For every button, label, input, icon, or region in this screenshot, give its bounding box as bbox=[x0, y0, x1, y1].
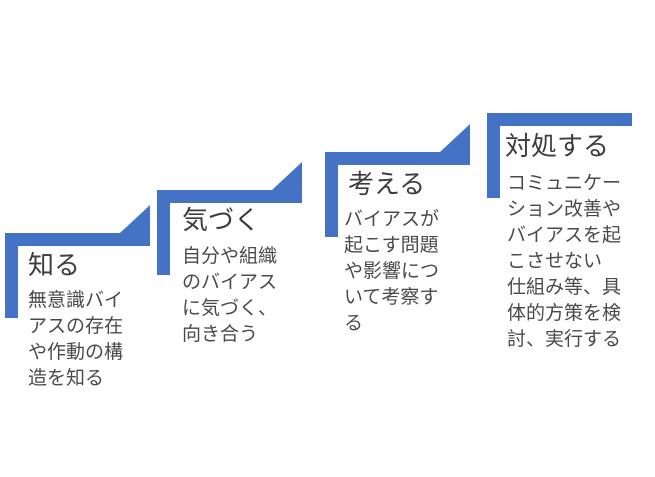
step-2-line-2: のバイアス bbox=[182, 271, 278, 293]
step-3-bracket bbox=[325, 124, 470, 237]
step-3-line-1: バイアスが bbox=[344, 208, 440, 230]
step-4-line-5: 仕組み等、具 bbox=[507, 276, 622, 298]
step-4-line-3: バイアスを起 bbox=[507, 224, 622, 246]
step-1-bracket bbox=[5, 205, 150, 318]
step-3-line-3: や影響につ bbox=[344, 260, 440, 282]
step-1-line-4: 造を知る bbox=[28, 367, 105, 389]
step-1-top-bar bbox=[5, 233, 150, 246]
step-4-line-6: 体的方策を検 bbox=[507, 302, 622, 324]
step-4-title: 対処する bbox=[505, 132, 610, 162]
step-4-description: コミュニケー ション改善や バイアスを起 こさせない 仕組み等、具 体的方策を検… bbox=[507, 170, 621, 352]
step-3-title: 考える bbox=[348, 170, 426, 200]
step-2-top-bar bbox=[157, 190, 302, 203]
step-2-title: 気づく bbox=[182, 206, 261, 236]
step-1-title: 知る bbox=[28, 251, 81, 281]
step-4-side-bar bbox=[487, 113, 500, 198]
step-3-description: バイアスが 起こす問題 や影響につ いて考察す る bbox=[344, 206, 439, 336]
step-2-line-3: に気づく、 bbox=[182, 297, 278, 319]
step-4-line-4: こさせない bbox=[507, 250, 603, 272]
step-4-line-2: ション改善や bbox=[507, 198, 622, 220]
step-2-line-1: 自分や組織 bbox=[182, 245, 278, 267]
step-1-side-bar bbox=[5, 233, 18, 318]
step-3-corner-triangle bbox=[440, 124, 470, 152]
step-4-line-1: コミュニケー bbox=[507, 172, 622, 194]
step-1-description: 無意識バイ アスの存在 や作動の構 造を知る bbox=[28, 287, 123, 391]
step-3-line-4: いて考察す bbox=[344, 286, 439, 308]
step-1-corner-triangle bbox=[120, 205, 150, 233]
step-3-line-2: 起こす問題 bbox=[344, 234, 439, 256]
step-4-line-7: 討、実行する bbox=[507, 328, 622, 350]
step-1-line-2: アスの存在 bbox=[28, 315, 124, 337]
step-2-line-4: 向き合う bbox=[182, 323, 259, 345]
step-4-bracket bbox=[487, 113, 632, 198]
step-4-top-bar bbox=[487, 113, 632, 126]
step-2-side-bar bbox=[157, 190, 170, 275]
step-2-corner-triangle bbox=[272, 162, 302, 190]
step-1-line-1: 無意識バイ bbox=[28, 289, 124, 311]
step-3-line-5: る bbox=[344, 312, 364, 334]
step-3-side-bar bbox=[325, 152, 338, 237]
step-3-top-bar bbox=[325, 152, 470, 165]
step-2-bracket bbox=[157, 162, 302, 275]
step-2-description: 自分や組織 のバイアス に気づく、 向き合う bbox=[182, 243, 277, 347]
step-1-line-3: や作動の構 bbox=[28, 341, 124, 363]
